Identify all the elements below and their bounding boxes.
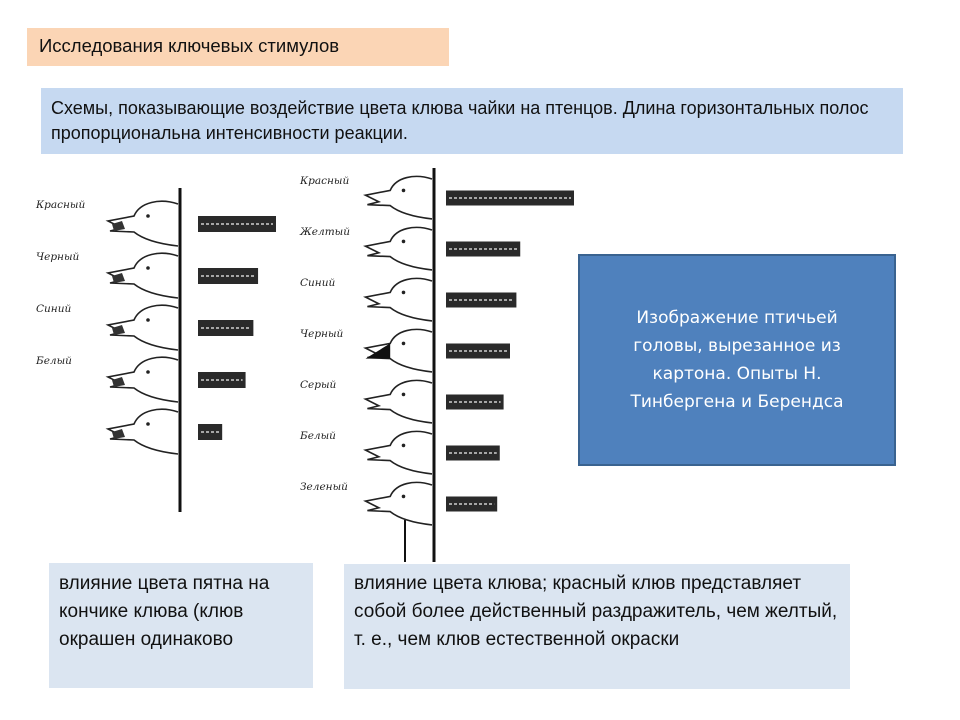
left-eye-2 — [146, 318, 150, 322]
right-row-label-2: Синий — [300, 277, 335, 289]
left-beak-spot-2 — [112, 325, 125, 335]
right-eye-2 — [401, 290, 406, 295]
right-row-label-0: Красный — [299, 175, 349, 187]
left-response-bar-2 — [198, 320, 254, 336]
right-row-label-6: Зеленый — [300, 481, 348, 493]
left-row-label-2: Синий — [36, 303, 71, 315]
right-head-1 — [363, 226, 433, 271]
left-eye-4 — [146, 422, 150, 426]
left-eye-3 — [146, 370, 150, 374]
note-box: Изображение птичьей головы, вырезанное и… — [578, 254, 896, 466]
right-eye-5 — [401, 443, 406, 448]
right-head-3 — [363, 328, 433, 373]
left-beak-spot-4 — [112, 429, 125, 439]
right-head-6 — [363, 481, 433, 526]
right-head-5 — [363, 430, 433, 475]
right-head-2 — [363, 277, 433, 322]
left-row-label-1: Черный — [36, 251, 80, 263]
left-eye-0 — [146, 214, 150, 218]
right-eye-6 — [401, 494, 406, 499]
left-row-label-0: Красный — [35, 199, 85, 211]
right-head-0 — [363, 175, 433, 220]
slide-title: Исследования ключевых стимулов — [27, 28, 449, 66]
right-eye-1 — [401, 239, 406, 244]
left-figure-caption: влияние цвета пятна на кончике клюва (кл… — [49, 563, 313, 688]
right-head-4 — [363, 379, 433, 424]
right-figure: КрасныйЖелтыйСинийЧерныйСерыйБелыйЗелены… — [299, 168, 574, 562]
right-response-bar-1 — [446, 241, 521, 257]
right-row-label-5: Белый — [299, 430, 336, 442]
left-row-label-3: Белый — [35, 355, 72, 367]
right-eye-4 — [401, 392, 406, 397]
left-beak-spot-3 — [112, 377, 125, 387]
left-beak-spot-0 — [112, 221, 125, 231]
right-row-label-4: Серый — [300, 379, 337, 391]
left-response-bar-4 — [198, 424, 223, 440]
left-beak-spot-1 — [112, 273, 125, 283]
left-eye-1 — [146, 266, 150, 270]
note-text: Изображение птичьей головы, вырезанное и… — [630, 308, 844, 412]
right-figure-caption: влияние цвета клюва; красный клюв предст… — [344, 564, 850, 689]
right-response-bar-3 — [446, 343, 510, 359]
right-row-label-3: Черный — [300, 328, 344, 340]
right-response-bar-5 — [446, 445, 500, 461]
right-eye-0 — [401, 188, 406, 193]
right-row-label-1: Желтый — [299, 226, 350, 238]
right-dark-beak-3 — [365, 343, 391, 359]
figure-caption: Схемы, показывающие воздействие цвета кл… — [41, 88, 903, 154]
right-eye-3 — [401, 341, 406, 346]
